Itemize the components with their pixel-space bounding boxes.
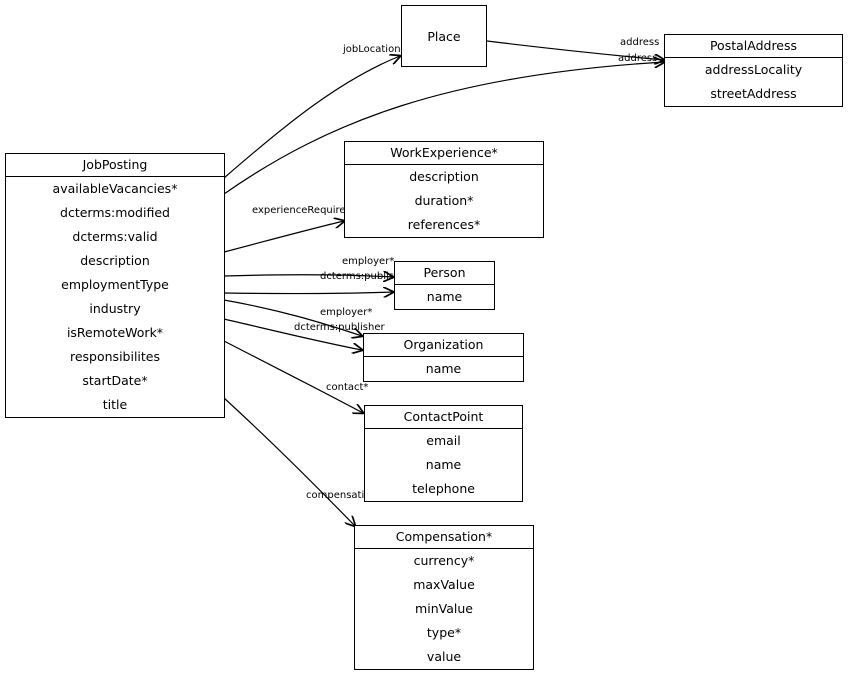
attr-name: name	[425, 457, 462, 472]
attr-name: name	[426, 289, 463, 304]
class-compensation: Compensation* currency* maxValue minValu…	[354, 525, 534, 670]
attr-duration: duration*	[414, 193, 474, 208]
edge-label-job-address: address	[618, 53, 658, 64]
attr-is-remote-work: isRemoteWork*	[66, 325, 164, 340]
edge-contact	[223, 340, 363, 413]
attr-currency: currency*	[413, 553, 475, 568]
edge-label-experience-requirements: experienceRequirements	[252, 205, 377, 216]
attr-name: name	[425, 361, 462, 376]
edge-label-publisher-organization: dcterms:publisher	[294, 322, 385, 333]
class-contact-point: ContactPoint email name telephone	[364, 405, 523, 502]
edge-label-contact: contact*	[326, 382, 369, 393]
edge-label-compensation: compensation*	[306, 490, 382, 501]
class-postal-address: PostalAddress addressLocality streetAddr…	[664, 34, 843, 107]
class-contact-point-title: ContactPoint	[365, 406, 522, 429]
edge-publisher-person	[223, 292, 393, 294]
class-organization: Organization name	[363, 333, 524, 382]
edge-employer-person	[223, 275, 393, 277]
attr-address-locality: addressLocality	[704, 62, 803, 77]
class-organization-title: Organization	[364, 334, 523, 357]
edge-place-address	[486, 40, 664, 60]
attr-start-date: startDate*	[82, 373, 148, 388]
edge-label-employer-organization: employer*	[320, 307, 373, 318]
edge-label-employer-person: employer*	[342, 256, 395, 267]
edge-employer-organization	[223, 299, 362, 336]
class-person: Person name	[394, 261, 495, 310]
attr-dcterms-valid: dcterms:valid	[72, 229, 158, 244]
attr-employment-type: employmentType	[61, 277, 169, 292]
edge-label-job-location: jobLocation	[343, 44, 401, 55]
attr-dcterms-modified: dcterms:modified	[60, 205, 170, 220]
attr-available-vacancies: availableVacancies*	[52, 181, 178, 196]
attr-type: type*	[426, 625, 462, 640]
class-place: Place	[401, 5, 487, 67]
class-compensation-title: Compensation*	[355, 526, 533, 549]
edge-job-address	[223, 62, 664, 195]
attr-telephone: telephone	[412, 481, 475, 496]
attr-min-value: minValue	[415, 601, 473, 616]
edge-experience-requirements	[223, 221, 344, 253]
attr-description: description	[409, 169, 479, 184]
class-job-posting: JobPosting availableVacancies* dcterms:m…	[5, 153, 225, 418]
class-place-title: Place	[427, 28, 461, 44]
attr-description: description	[80, 253, 150, 268]
edge-job-location	[223, 56, 400, 179]
attr-value: value	[426, 649, 462, 664]
attr-responsibilites: responsibilites	[69, 349, 160, 364]
class-person-title: Person	[395, 262, 494, 285]
edge-label-publisher-person: dcterms:publisher	[320, 271, 411, 282]
edge-compensation	[223, 397, 355, 526]
edge-label-place-address: address	[620, 37, 660, 48]
class-work-experience: WorkExperience* description duration* re…	[344, 141, 544, 238]
class-job-posting-title: JobPosting	[6, 154, 224, 177]
edge-publisher-organization	[223, 318, 362, 350]
attr-references: references*	[407, 217, 481, 232]
class-work-experience-title: WorkExperience*	[345, 142, 543, 165]
class-postal-address-title: PostalAddress	[665, 35, 842, 58]
attr-email: email	[426, 433, 461, 448]
attr-industry: industry	[89, 301, 141, 316]
attr-street-address: streetAddress	[710, 86, 797, 101]
attr-title: title	[102, 397, 128, 412]
attr-max-value: maxValue	[413, 577, 475, 592]
